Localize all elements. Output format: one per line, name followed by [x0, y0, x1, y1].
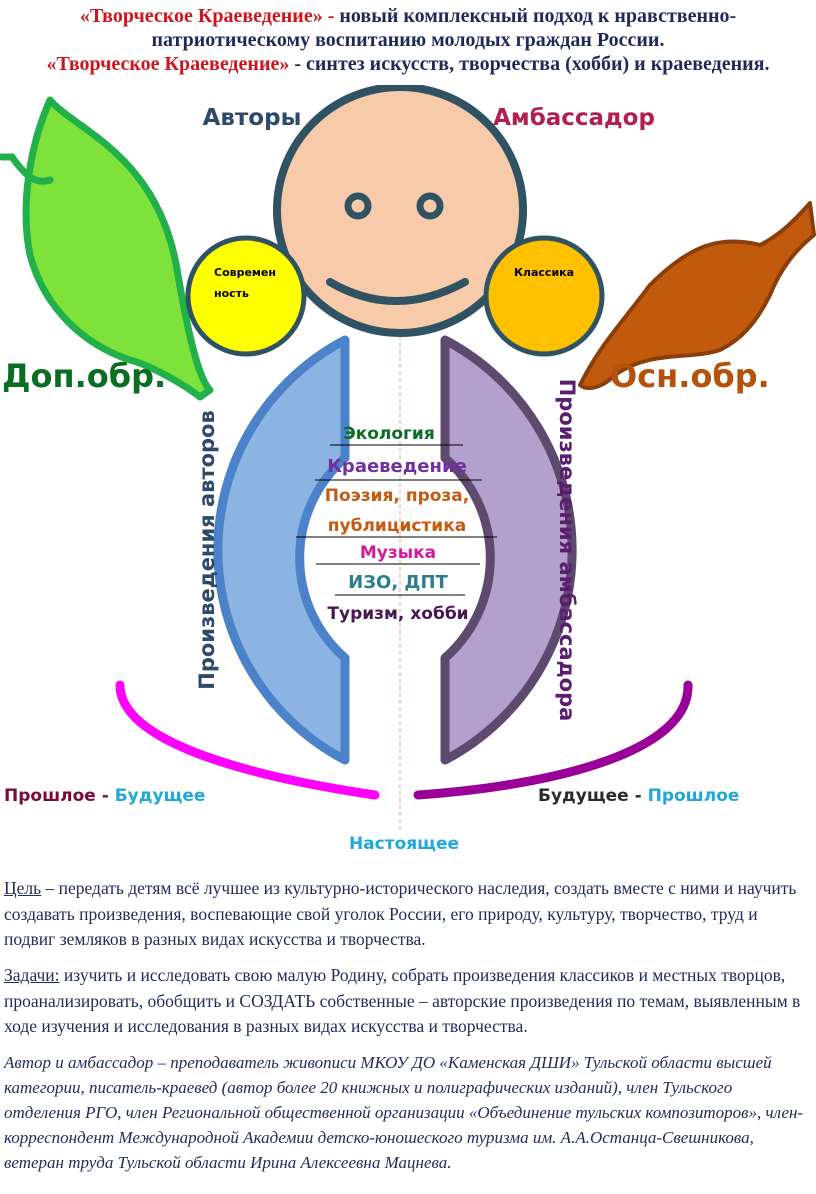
osn-education-label: Осн.обр.: [610, 357, 770, 395]
topic-journalism: публицистика: [328, 516, 466, 536]
topic-poetry-prose: Поэзия, проза,: [325, 486, 469, 506]
goal-text: – передать детям всё лучшее из культурно…: [4, 878, 797, 949]
header-project-name: «Творческое Краеведение» -: [79, 5, 335, 27]
authors-label: Авторы: [203, 105, 302, 131]
right-time-past: Прошлое: [648, 786, 740, 806]
right-eye-icon: [416, 192, 444, 220]
smiley-face: [273, 85, 527, 337]
header-line-2: патриотическому воспитанию молодых гражд…: [151, 29, 665, 51]
goal-title: Цель: [4, 878, 42, 898]
tasks-paragraph: Задачи: изучить и исследовать свою малую…: [4, 963, 804, 1040]
header-line-1-text: новый комплексный подход к нравственно-: [334, 5, 737, 27]
left-eye-icon: [344, 192, 372, 220]
future-past-arc-right: [413, 680, 693, 800]
left-time-label: Прошлое - Будущее: [4, 786, 205, 806]
brown-leaf-icon: [578, 201, 816, 390]
header-project-name-2: «Творческое Краеведение»: [46, 53, 290, 75]
modernity-label-line1: Современ: [214, 266, 276, 279]
classics-label: Классика: [514, 266, 574, 279]
ambassador-label: Амбассадор: [493, 105, 655, 131]
modernity-label-line2: ность: [214, 287, 249, 300]
topic-ecology: Экология: [343, 424, 435, 444]
author-note: Автор и амбассадор – преподаватель живоп…: [4, 1053, 804, 1172]
classics-circle: [483, 235, 605, 357]
topic-local-history: Краеведение: [327, 456, 467, 477]
tasks-title: Задачи:: [4, 965, 60, 985]
tasks-text: изучить и исследовать свою малую Родину,…: [4, 965, 801, 1036]
right-arc-label: Произведения амбассадора: [555, 379, 579, 722]
left-time-past: Прошлое -: [4, 786, 115, 806]
modernity-circle: [185, 235, 307, 357]
page-header: «Творческое Краеведение» - новый комплек…: [0, 4, 816, 76]
smile-icon: [326, 278, 469, 305]
topic-separators: [296, 444, 497, 596]
left-arc-authors-works: [213, 335, 350, 765]
topic-music: Музыка: [360, 543, 436, 563]
dop-education-label: Доп.обр.: [2, 357, 166, 395]
goal-paragraph: Цель – передать детям всё лучшее из куль…: [4, 876, 804, 953]
right-time-future: Будущее -: [538, 786, 648, 806]
topic-art-crafts: ИЗО, ДПТ: [348, 572, 448, 593]
right-time-label: Будущее - Прошлое: [538, 786, 739, 806]
topic-tourism-hobby: Туризм, хобби: [327, 604, 468, 624]
green-leaf-icon: [0, 96, 214, 401]
header-line-3-text: - синтез искусств, творчества (хобби) и …: [289, 53, 770, 75]
left-arc-label: Произведения авторов: [195, 410, 219, 690]
creative-local-history-diagram: Авторы Амбассадор Современ ность Классик…: [0, 85, 816, 854]
past-future-arc-left: [115, 680, 380, 800]
right-arc-ambassador-works: [440, 335, 577, 765]
header-line-1: «Творческое Краеведение» - новый комплек…: [0, 4, 816, 28]
header-line-3: «Творческое Краеведение» - синтез искусс…: [0, 52, 816, 76]
present-label: Настоящее: [349, 834, 459, 854]
left-time-future: Будущее: [115, 786, 206, 806]
